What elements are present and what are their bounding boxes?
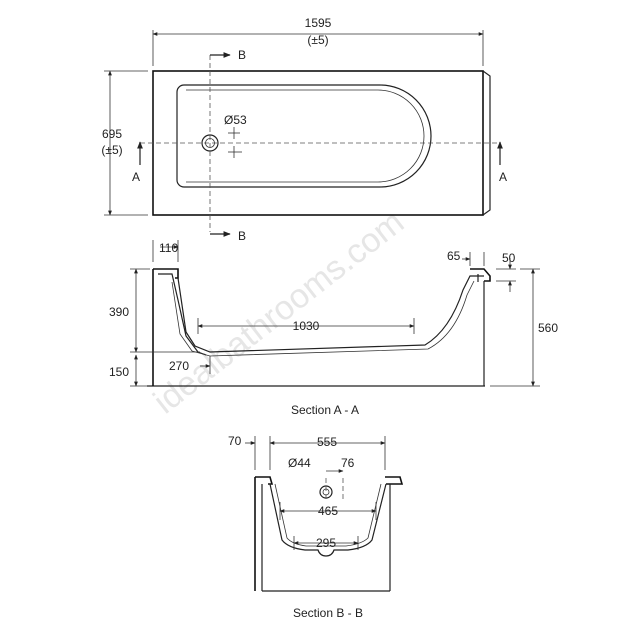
bath-shell-inner (171, 280, 475, 357)
basin-outer (269, 483, 387, 557)
sb-waste-off: 76 (341, 456, 355, 470)
section-b-caption: Section B - B (293, 606, 363, 620)
cut-a-right: A (499, 170, 507, 184)
sb-width: 555 (317, 435, 337, 449)
plan-width: 695 (102, 127, 122, 141)
section-a-view (130, 240, 540, 387)
plan-length: 1595 (305, 16, 332, 30)
plan-length-tol: (±5) (307, 33, 328, 47)
basin-inner (274, 483, 382, 547)
sa-end-rim: 65 (447, 249, 461, 263)
section-b-view (245, 436, 404, 592)
cut-b-top: B (238, 48, 246, 62)
bath-shell-outer (177, 275, 484, 353)
plan-waste-dia: Ø53 (224, 113, 247, 127)
sa-base-len: 1030 (293, 319, 320, 333)
watermark-text: idealbathrooms.com (147, 203, 412, 421)
bath-basin-inner (186, 89, 425, 183)
cut-a-left: A (132, 170, 140, 184)
sa-depth: 390 (109, 305, 129, 319)
sb-base-w: 295 (316, 536, 336, 550)
plan-view (104, 30, 503, 237)
section-a-caption: Section A - A (291, 403, 359, 417)
sa-floor-gap: 150 (109, 365, 129, 379)
sa-end-step: 50 (502, 251, 516, 265)
sb-waste-dia: Ø44 (288, 456, 311, 470)
sb-rim: 70 (228, 434, 242, 448)
sa-foot: 270 (169, 359, 189, 373)
bath-basin-outline (176, 84, 432, 188)
bath-rim-end (482, 70, 491, 216)
sb-inner-w: 465 (318, 504, 338, 518)
cut-b-bottom: B (238, 229, 246, 243)
plan-width-tol: (±5) (101, 143, 122, 157)
sa-rim: 110 (159, 241, 178, 255)
sa-total-h: 560 (538, 321, 558, 335)
